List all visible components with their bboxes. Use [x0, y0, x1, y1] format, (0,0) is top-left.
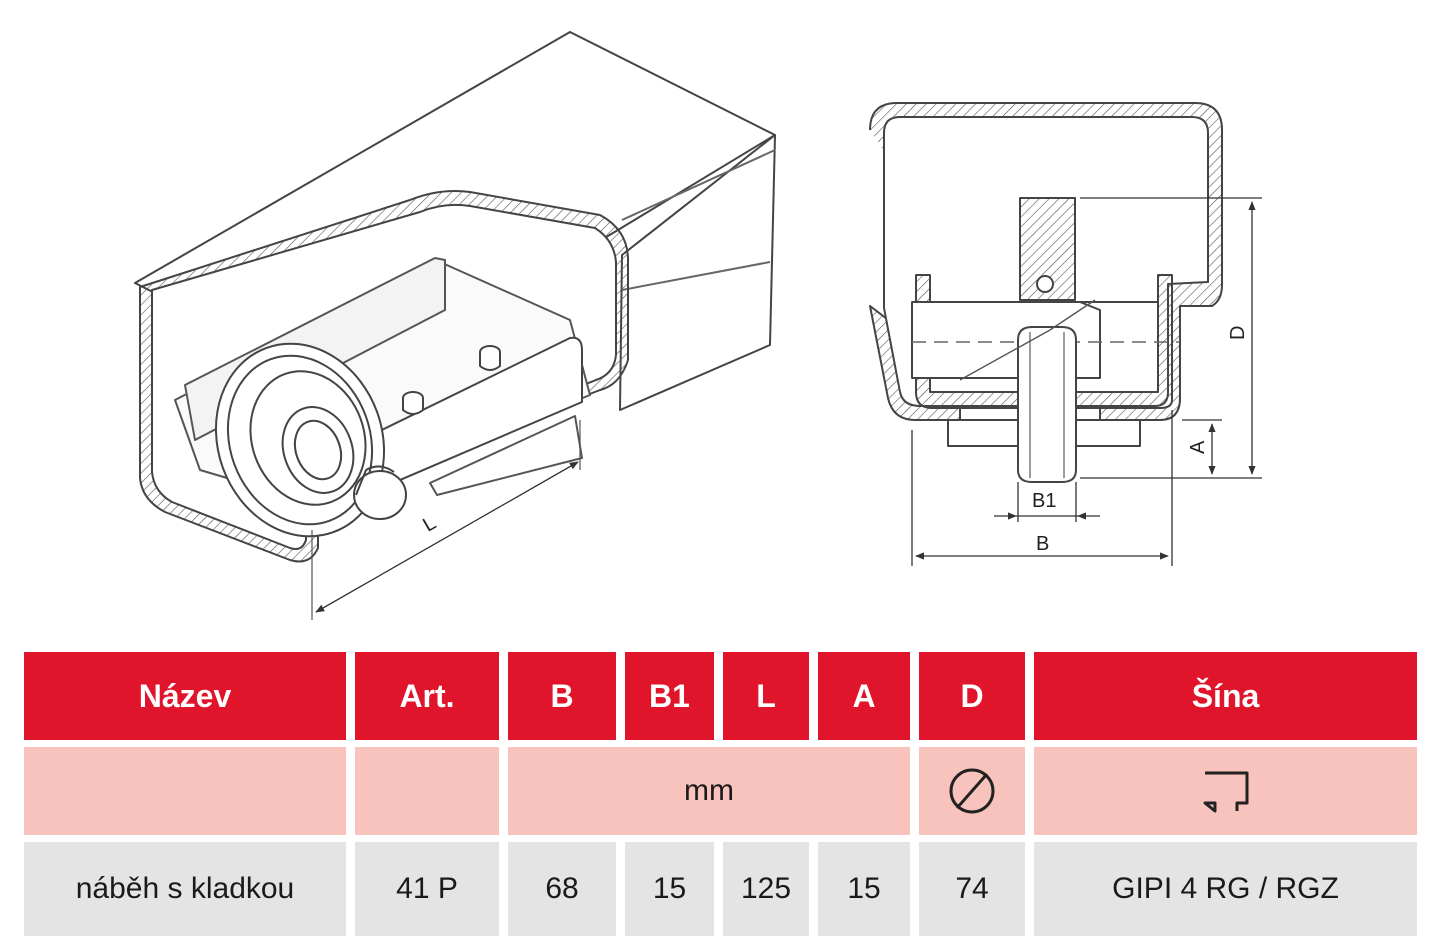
header-d: D	[919, 652, 1025, 740]
cross-section-view	[869, 102, 1223, 483]
value-l: 125	[723, 842, 809, 936]
header-sina: Šína	[1034, 652, 1417, 740]
label-a: A	[1187, 440, 1209, 454]
value-nazev: náběh s kladkou	[24, 842, 346, 936]
value-d: 74	[919, 842, 1025, 936]
diameter-symbol-icon	[949, 768, 995, 814]
label-d: D	[1227, 326, 1249, 340]
value-b: 68	[508, 842, 616, 936]
value-sina: GIPI 4 RG / RGZ	[1034, 842, 1417, 936]
header-b1: B1	[625, 652, 714, 740]
header-b: B	[508, 652, 616, 740]
value-b1: 15	[625, 842, 714, 936]
unit-mm: mm	[508, 747, 910, 835]
technical-drawing: L	[134, 31, 1262, 620]
header-a: A	[818, 652, 910, 740]
rail-profile-icon	[1203, 771, 1248, 813]
value-a: 15	[818, 842, 910, 936]
label-b: B	[1036, 533, 1049, 555]
header-l: L	[723, 652, 809, 740]
unit-rail	[1034, 747, 1417, 835]
label-l: L	[419, 512, 440, 537]
unit-art	[355, 747, 499, 835]
header-nazev: Název	[24, 652, 346, 740]
unit-diameter	[919, 747, 1025, 835]
cross-section-dimensions	[911, 197, 1262, 566]
label-b1: B1	[1032, 490, 1056, 512]
isometric-view	[134, 31, 776, 620]
value-art: 41 P	[355, 842, 499, 936]
header-art: Art.	[355, 652, 499, 740]
unit-nazev	[24, 747, 346, 835]
